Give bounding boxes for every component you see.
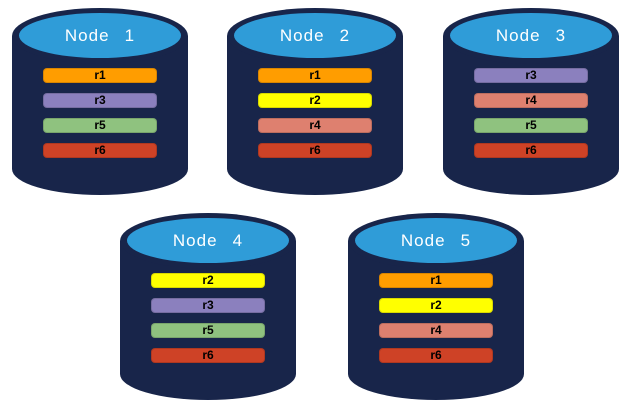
replica-list: r2 r3 r5 r6 <box>151 273 265 373</box>
replica-bar: r5 <box>43 118 157 133</box>
replica-bar: r2 <box>151 273 265 288</box>
cylinder-top-face: Node 5 <box>355 218 517 263</box>
node-cylinder-3: Node 3 r3 r4 r5 r6 <box>443 8 619 195</box>
node-label: Node 5 <box>400 230 472 250</box>
node-cylinder-2: Node 2 r1 r2 r4 r6 <box>227 8 403 195</box>
replica-bar: r4 <box>474 93 588 108</box>
replica-bar: r5 <box>474 118 588 133</box>
replica-bar: r1 <box>258 68 372 83</box>
replica-bar: r3 <box>43 93 157 108</box>
replica-list: r3 r4 r5 r6 <box>474 68 588 168</box>
cylinder-top: Node 5 <box>348 213 524 269</box>
replica-bar: r6 <box>151 348 265 363</box>
node-cylinder-5: Node 5 r1 r2 r4 r6 <box>348 213 524 400</box>
node-label: Node 3 <box>495 25 567 45</box>
cylinder-top-face: Node 1 <box>19 13 181 58</box>
cylinder-top-face: Node 4 <box>127 218 289 263</box>
replica-bar: r3 <box>151 298 265 313</box>
replica-bar: r4 <box>379 323 493 338</box>
replica-bar: r1 <box>379 273 493 288</box>
replica-bar: r6 <box>43 143 157 158</box>
replica-bar: r4 <box>258 118 372 133</box>
replica-bar: r6 <box>474 143 588 158</box>
replica-list: r1 r2 r4 r6 <box>379 273 493 373</box>
replica-bar: r6 <box>258 143 372 158</box>
cylinder-top-face: Node 2 <box>234 13 396 58</box>
replica-list: r1 r2 r4 r6 <box>258 68 372 168</box>
replica-bar: r5 <box>151 323 265 338</box>
cylinder-top: Node 4 <box>120 213 296 269</box>
replica-bar: r3 <box>474 68 588 83</box>
cylinder-top: Node 1 <box>12 8 188 64</box>
cylinder-top-face: Node 3 <box>450 13 612 58</box>
cylinder-top: Node 2 <box>227 8 403 64</box>
replica-bar: r2 <box>379 298 493 313</box>
replica-bar: r1 <box>43 68 157 83</box>
node-cylinder-1: Node 1 r1 r3 r5 r6 <box>12 8 188 195</box>
replica-bar: r6 <box>379 348 493 363</box>
replica-list: r1 r3 r5 r6 <box>43 68 157 168</box>
cylinder-top: Node 3 <box>443 8 619 64</box>
node-label: Node 4 <box>172 230 244 250</box>
node-label: Node 1 <box>64 25 136 45</box>
node-cylinder-4: Node 4 r2 r3 r5 r6 <box>120 213 296 400</box>
node-label: Node 2 <box>279 25 351 45</box>
replica-bar: r2 <box>258 93 372 108</box>
